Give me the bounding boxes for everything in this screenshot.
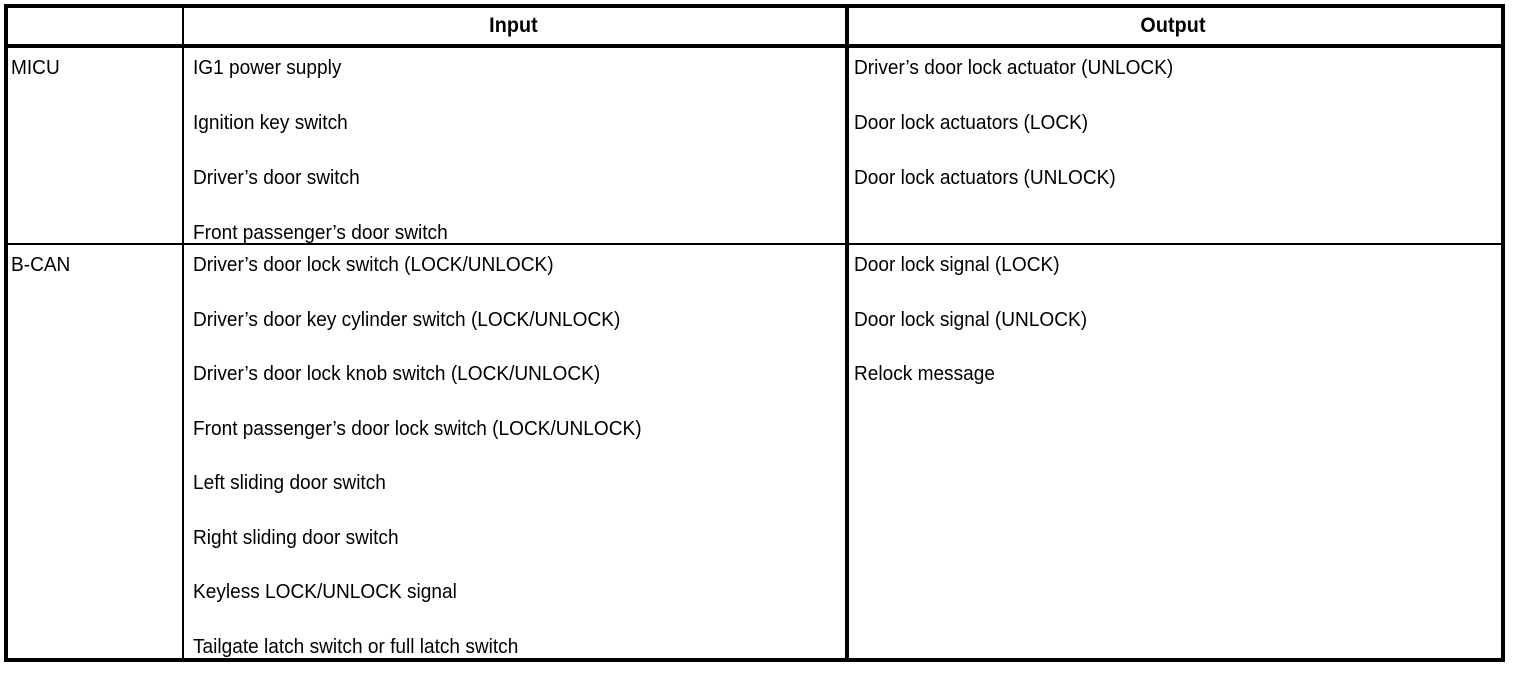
- row-label-cell-micu: MICU: [8, 48, 182, 243]
- list-item: Relock message: [854, 362, 995, 385]
- list-item: Door lock actuators (LOCK): [854, 111, 1089, 134]
- table-header-row: Input Output: [8, 8, 1501, 44]
- list-item: Ignition key switch: [193, 111, 348, 134]
- list-item: Driver’s door key cylinder switch (LOCK/…: [193, 307, 621, 331]
- list-item: Keyless LOCK/UNLOCK signal: [193, 580, 457, 603]
- row-label-micu: MICU: [11, 56, 60, 79]
- output-list-micu: Driver’s door lock actuator (UNLOCK) Doo…: [854, 56, 1501, 223]
- list-item: Tailgate latch switch or full latch swit…: [193, 634, 519, 658]
- table-row-micu: MICU IG1 power supply Ignition key switc…: [8, 48, 1501, 243]
- output-list-bcan: Door lock signal (LOCK) Door lock signal…: [854, 253, 1501, 419]
- header-bottom-rule: [8, 44, 1501, 48]
- header-cell-output: Output: [1140, 14, 1206, 37]
- list-item: Driver’s door switch: [193, 166, 360, 189]
- input-cell-bcan: Driver’s door lock switch (LOCK/UNLOCK) …: [184, 245, 845, 658]
- list-item: Door lock actuators (UNLOCK): [854, 166, 1116, 189]
- header-cell-input: Input: [489, 14, 538, 37]
- list-item: Driver’s door lock actuator (UNLOCK): [854, 56, 1174, 79]
- list-item: IG1 power supply: [193, 56, 342, 79]
- row-separator-rule: [8, 243, 1501, 245]
- row-label-bcan: B-CAN: [11, 253, 71, 276]
- output-cell-bcan: Door lock signal (LOCK) Door lock signal…: [849, 245, 1501, 658]
- list-item: Driver’s door lock knob switch (LOCK/UNL…: [193, 362, 601, 385]
- input-list-micu: IG1 power supply Ignition key switch Dri…: [193, 56, 845, 278]
- column-divider-label: [182, 8, 184, 658]
- list-item: Door lock signal (LOCK): [854, 253, 1060, 276]
- list-item: Driver’s door lock switch (LOCK/UNLOCK): [193, 253, 554, 276]
- input-list-bcan: Driver’s door lock switch (LOCK/UNLOCK) …: [193, 253, 845, 674]
- list-item: Door lock signal (UNLOCK): [854, 307, 1088, 331]
- input-cell-micu: IG1 power supply Ignition key switch Dri…: [184, 48, 845, 243]
- output-cell-micu: Driver’s door lock actuator (UNLOCK) Doo…: [849, 48, 1501, 243]
- table-row-bcan: B-CAN Driver’s door lock switch (LOCK/UN…: [8, 245, 1501, 658]
- header-cell-corner: [13, 8, 177, 44]
- input-output-table: Input Output MICU IG1 power supply Ignit…: [4, 4, 1505, 662]
- list-item: Front passenger’s door lock switch (LOCK…: [193, 416, 642, 440]
- list-item: Front passenger’s door switch: [193, 221, 448, 244]
- row-label-cell-bcan: B-CAN: [8, 245, 182, 658]
- list-item: Left sliding door switch: [193, 471, 386, 494]
- column-divider-input-output: [845, 8, 849, 658]
- list-item: Right sliding door switch: [193, 525, 399, 549]
